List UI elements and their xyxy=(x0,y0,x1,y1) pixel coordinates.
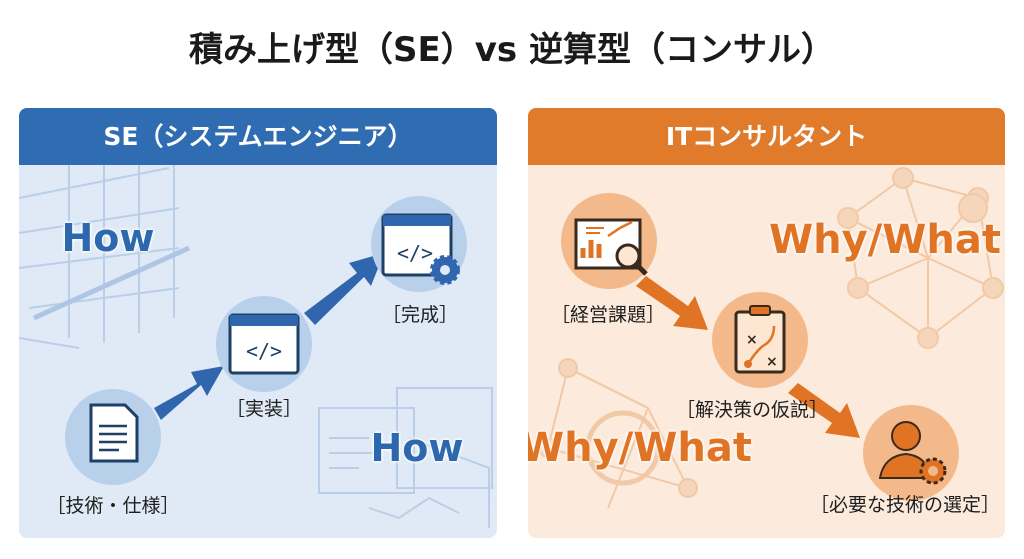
document-icon xyxy=(65,389,161,485)
step-label-completion: ［完成］ xyxy=(381,304,459,326)
person-gear-icon xyxy=(863,405,959,501)
code-window-icon: </> xyxy=(216,296,312,392)
consultant-flow: × × xyxy=(561,193,959,501)
svg-text:</>: </> xyxy=(397,241,433,265)
how-keyword-bottom: How xyxy=(370,426,464,470)
svg-text:×: × xyxy=(766,354,778,370)
se-panel-header: SE（システムエンジニア） xyxy=(19,108,497,165)
chart-magnifier-icon xyxy=(561,193,657,289)
step-label-solution-hypothesis: ［解決策の仮説］ xyxy=(675,399,829,421)
arrow-icon xyxy=(636,276,860,438)
consultant-panel: ITコンサルタント × × xyxy=(528,108,1005,538)
step-label-business-issue: ［経営課題］ xyxy=(550,304,666,326)
how-keyword-top: How xyxy=(61,216,155,260)
se-panel: SE（システムエンジニア） </> </> How How ［技術・仕様］ ［実 xyxy=(19,108,497,538)
step-label-implementation: ［実装］ xyxy=(225,398,303,420)
svg-text:×: × xyxy=(746,332,758,348)
step-label-spec: ［技術・仕様］ xyxy=(46,495,180,517)
why-what-keyword-top: Why/What xyxy=(769,217,1001,263)
page-title: 積み上げ型（SE）vs 逆算型（コンサル） xyxy=(189,30,835,70)
se-background-decoration xyxy=(19,165,493,528)
arrow-icon xyxy=(154,253,384,420)
code-window-gear-icon: </> xyxy=(371,196,467,292)
se-flow: </> </> xyxy=(65,196,467,485)
svg-text:</>: </> xyxy=(246,339,282,363)
consultant-panel-header: ITコンサルタント xyxy=(528,108,1005,165)
consultant-background-network xyxy=(538,167,1004,509)
why-what-keyword-bottom: Why/What xyxy=(528,425,752,471)
step-label-technology-selection: ［必要な技術の選定］ xyxy=(809,494,1001,516)
clipboard-strategy-icon: × × xyxy=(712,292,808,388)
